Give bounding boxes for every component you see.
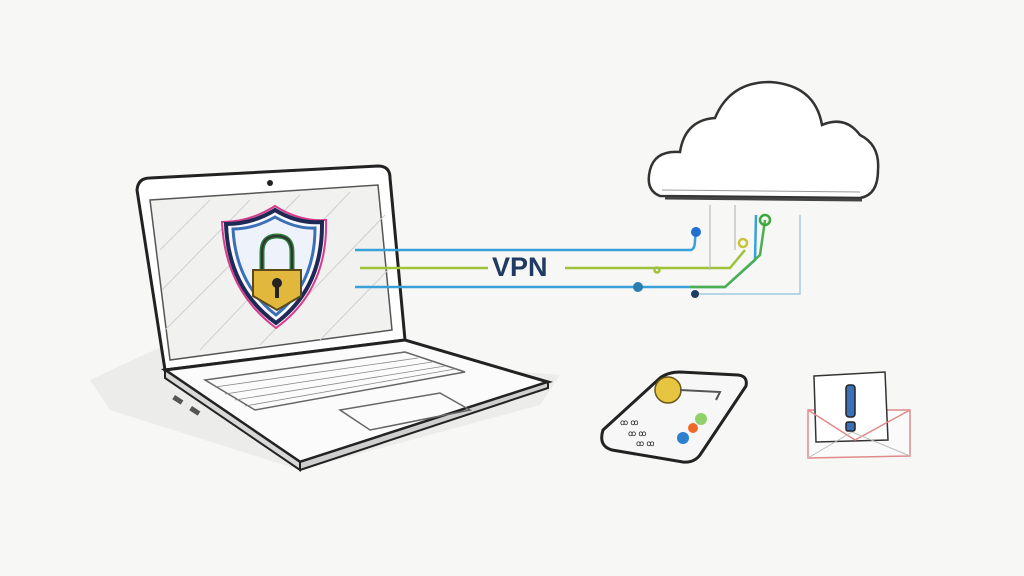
svg-text:ꝏ ꝏ: ꝏ ꝏ	[628, 429, 647, 438]
cloud-icon	[647, 80, 880, 202]
vpn-label: VPN	[492, 252, 548, 282]
alert-envelope-icon	[807, 371, 911, 459]
laptop	[90, 164, 560, 472]
connection-lines	[355, 205, 801, 298]
key-fob-icon: ꝏ ꝏ ꝏ ꝏ ꝏ ꝏ	[600, 370, 748, 464]
svg-text:ꝏ ꝏ: ꝏ ꝏ	[636, 439, 655, 448]
svg-text:ꝏ ꝏ: ꝏ ꝏ	[620, 418, 639, 427]
shield-lock-icon	[220, 204, 328, 330]
